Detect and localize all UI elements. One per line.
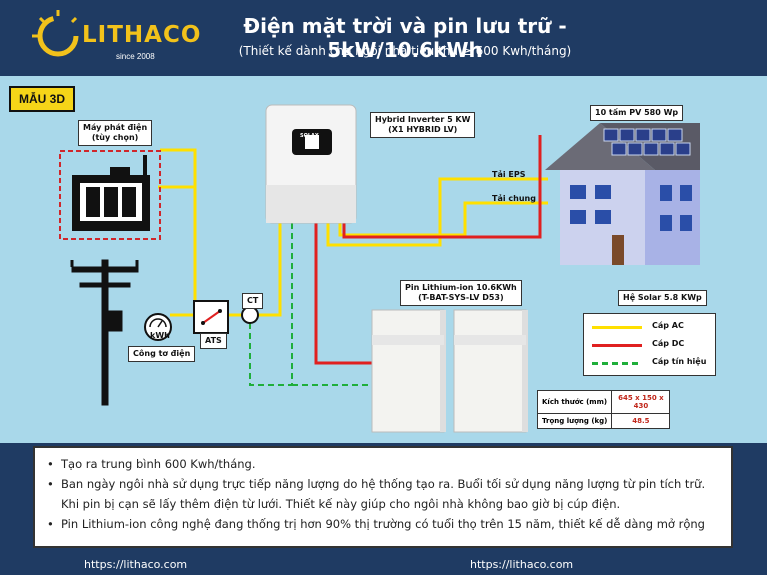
model-badge: MẪU 3D	[9, 86, 76, 112]
battery-spec-table: Kích thước (mm) 645 x 150 x 430 Trọng lư…	[536, 390, 671, 429]
page-subtitle: (Thiết kế dành cho ngôi nhà tiêu thụ ≥ 6…	[238, 44, 572, 58]
lithaco-logo[interactable]: LITHACO since 2008	[30, 8, 200, 64]
eps-load-label: Tải EPS	[492, 170, 526, 179]
generator-frame	[59, 150, 161, 240]
cable-legend: Cáp AC Cáp DC Cáp tín hiệu	[583, 313, 716, 376]
ct-sensor-icon	[241, 306, 259, 324]
info-list: Tạo ra trung bình 600 Kwh/tháng. Ban ngà…	[45, 454, 725, 534]
brand-name: LITHACO	[82, 22, 202, 48]
spec-row-weight: Trọng lượng (kg) 48.5	[536, 413, 671, 429]
dc-cables	[314, 135, 542, 365]
ats-switch-icon[interactable]	[193, 300, 229, 334]
footer-link-left[interactable]: https://lithaco.com	[84, 558, 188, 571]
generator-icon[interactable]	[72, 155, 150, 231]
info-item: Tạo ra trung bình 600 Kwh/tháng.	[45, 454, 725, 474]
meter-unit-label: kWh	[150, 331, 170, 340]
footer-link-right[interactable]: https://lithaco.com	[470, 558, 574, 571]
general-load-label: Tải chung	[492, 194, 536, 203]
ats-label: ATS	[200, 333, 227, 349]
battery-unit-2[interactable]	[453, 309, 528, 433]
meter-label: Công tơ điện	[128, 346, 196, 362]
battery-unit-1[interactable]	[371, 309, 446, 433]
sun-logo-icon	[32, 10, 79, 57]
header-bar: LITHACO since 2008 Điện mặt trời và pin …	[0, 0, 767, 72]
legend-item-ac: Cáp AC	[592, 320, 712, 334]
solar-system-label: Hệ Solar 5.8 KWp	[618, 290, 707, 306]
spec-row-dimensions: Kích thước (mm) 645 x 150 x 430	[536, 390, 671, 414]
electric-meter-icon[interactable]	[144, 313, 172, 341]
signal-cables	[249, 223, 372, 386]
battery-label: Pin Lithium-ion 10.6KWh (T-BAT-SYS-LV D5…	[400, 280, 522, 306]
ct-label: CT	[242, 293, 264, 309]
legend-item-dc: Cáp DC	[592, 338, 712, 352]
pv-label: 10 tấm PV 580 Wp	[590, 105, 684, 121]
info-box: Tạo ra trung bình 600 Kwh/tháng. Ban ngà…	[33, 446, 733, 548]
inverter-label: Hybrid Inverter 5 KW (X1 HYBRID LV)	[370, 112, 476, 138]
pv-panels-icon	[603, 128, 691, 156]
info-item: Pin Lithium-ion công nghệ đang thống trị…	[45, 514, 725, 534]
system-diagram	[0, 75, 767, 433]
info-item: Ban ngày ngôi nhà sử dụng trực tiếp năng…	[45, 474, 725, 514]
hybrid-inverter-icon[interactable]	[265, 104, 357, 224]
inverter-brand-label: SOLAX	[300, 133, 319, 139]
generator-label: Máy phát điện (tùy chọn)	[78, 120, 153, 146]
brand-since: since 2008	[116, 52, 155, 61]
legend-item-signal: Cáp tín hiệu	[592, 356, 712, 370]
page-title: Điện mặt trời và pin lưu trữ - 5kW/10.6k…	[243, 14, 567, 62]
utility-pole-icon	[70, 259, 139, 406]
